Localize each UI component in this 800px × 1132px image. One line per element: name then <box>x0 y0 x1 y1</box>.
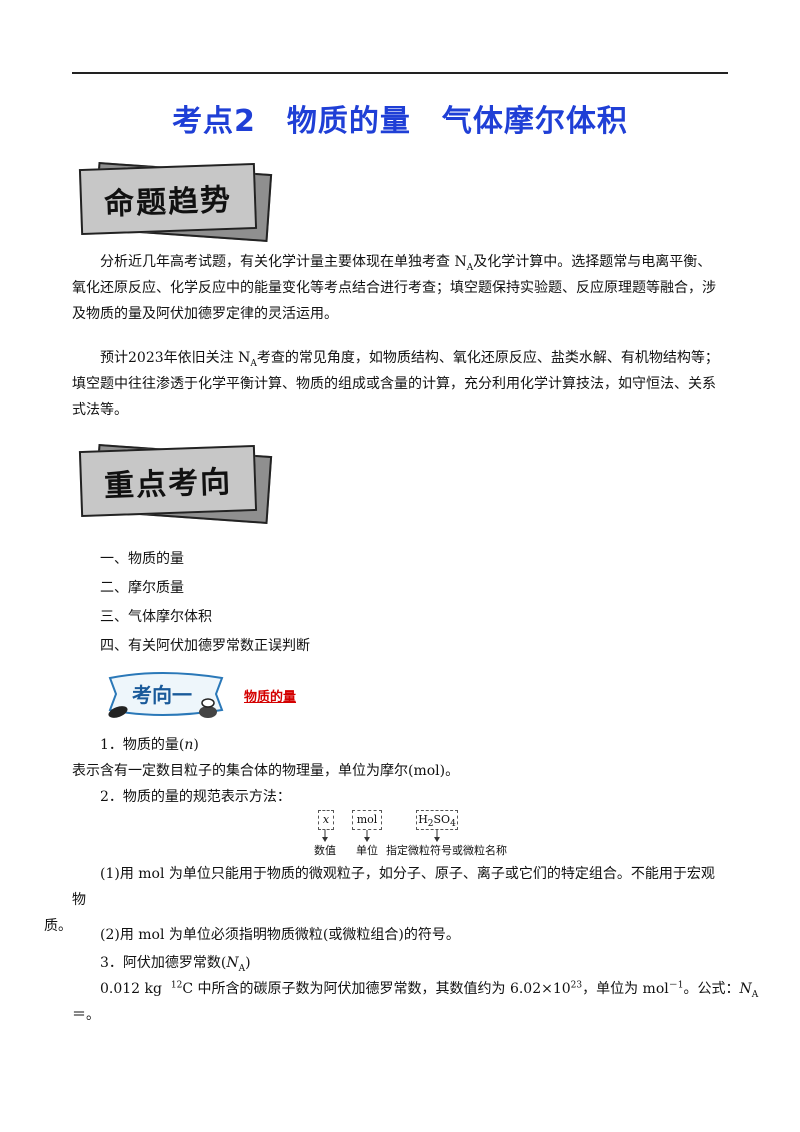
heading-3-var: N <box>226 955 239 971</box>
focus-item-2: 二、摩尔质量 <box>100 580 184 596</box>
diagram-formula-sub4: 4 <box>450 819 456 830</box>
trend-p2-part1: 预计2023年依旧关注 N <box>100 350 251 366</box>
heading-1: 1．物质的量(n) <box>100 732 199 758</box>
diagram-box-formula: H2SO4 <box>416 810 458 830</box>
heading-1-close: ) <box>193 737 199 753</box>
focus-banner-text: 重点考向 <box>103 464 233 505</box>
focus-item-3: 三、气体摩尔体积 <box>100 609 212 625</box>
trend-p2-part2: 考查的常见角度，如物质结构、氧化还原反应、盐类水解、有机物结构等； <box>256 350 719 366</box>
heading-1-var: n <box>184 737 194 753</box>
heading-3: 3．阿伏加德罗常数(NA) <box>100 950 251 976</box>
heading-1-text: 1．物质的量( <box>100 737 185 753</box>
badge-blob-right-2 <box>201 698 215 708</box>
avogadro-part-c: ，单位为 mol <box>582 981 669 997</box>
focus-item-1: 一、物质的量 <box>100 551 184 567</box>
header-rule <box>72 72 728 74</box>
direction-badge: 考向一 <box>108 672 224 718</box>
trend-p1-line2: 氧化还原反应、化学反应中的能量变化等考点结合进行考查；填空题保持实验题、反应原理… <box>72 280 716 296</box>
badge-blob-right <box>199 706 217 718</box>
heading-3-sub: A <box>238 963 246 974</box>
avogadro-line: 0.012 kg 12C 中所含的碳原子数为阿伏加德罗常数，其数值约为 6.02… <box>100 976 758 1002</box>
diagram-label-formula: 指定微粒符号或微粒名称 <box>386 844 507 857</box>
trend-p1-na-sub: A <box>466 262 474 273</box>
heading-3-text: 3．阿伏加德罗常数( <box>100 955 227 971</box>
heading-3-close: ) <box>245 955 251 971</box>
diagram-box-unit-text: mol <box>356 813 378 826</box>
page-title: 考点2 物质的量 气体摩尔体积 <box>172 104 628 139</box>
note-2: (2)用 mol 为单位必须指明物质微粒(或微粒组合)的符号。 <box>100 927 460 943</box>
trend-p2-line3: 式法等。 <box>72 402 128 418</box>
focus-banner: 重点考向 <box>72 440 273 524</box>
avogadro-sup-23: 23 <box>570 980 583 991</box>
focus-banner-plate: 重点考向 <box>78 444 258 518</box>
badge-blob-left <box>108 706 128 718</box>
definition-line: 表示含有一定数目粒子的集合体的物理量，单位为摩尔(mol)。 <box>72 763 460 779</box>
arrow-unit-head <box>364 837 370 842</box>
avogadro-part-d: 。公式： <box>683 981 740 997</box>
focus-item-4: 四、有关阿伏加德罗常数正误判断 <box>100 638 310 654</box>
arrow-formula-head <box>434 837 440 842</box>
diagram-formula-sub2: 2 <box>427 819 434 830</box>
avogadro-sup-12: 12 <box>170 980 183 991</box>
trend-banner: 命题趋势 <box>72 158 273 242</box>
heading-2: 2．物质的量的规范表示方法： <box>100 789 291 805</box>
diagram-box-unit: mol <box>352 810 382 830</box>
note-1: (1)用 mol 为单位只能用于物质的微观粒子，如分子、原子、离子或它们的特定组… <box>44 861 728 939</box>
trend-paragraph-2: 预计2023年依旧关注 NA考查的常见角度，如物质结构、氧化还原反应、盐类水解、… <box>72 345 728 423</box>
note-1-line1: (1)用 mol 为单位只能用于物质的微观粒子，如分子、原子、离子或它们的特定组… <box>72 866 715 908</box>
trend-p2-line2: 填空题中往往渗透于化学平衡计算、物质的组成或含量的计算，充分利用化学计算技法，如… <box>72 376 716 392</box>
trend-p1-part1: 分析近几年高考试题，有关化学计量主要体现在单独考查 N <box>100 254 467 270</box>
diagram-label-unit: 单位 <box>356 844 378 857</box>
arrow-value-head <box>322 837 328 842</box>
diagram-box-value: x <box>318 810 334 830</box>
avogadro-part-b: C 中所含的碳原子数为阿伏加德罗常数，其数值约为 6.02×10 <box>182 981 571 997</box>
diagram-box-value-text: x <box>322 813 330 826</box>
diagram-formula-h: H <box>418 813 428 826</box>
diagram-label-value: 数值 <box>314 844 336 857</box>
trend-p1-part2: 及化学计算中。选择题常与电离平衡、 <box>473 254 712 270</box>
trend-paragraph-1: 分析近几年高考试题，有关化学计量主要体现在单独考查 NA及化学计算中。选择题常与… <box>72 249 728 327</box>
avogadro-line-2: ＝。 <box>72 1007 100 1023</box>
avogadro-sup-neg1: －1 <box>668 980 684 991</box>
trend-p2-na-sub: A <box>250 358 257 369</box>
badge-scroll-shape <box>108 672 224 716</box>
note-1-line2: 质。 <box>44 918 72 934</box>
diagram-formula-so: SO <box>433 813 451 826</box>
avogadro-var-sub: A <box>751 989 759 1000</box>
trend-banner-plate: 命题趋势 <box>78 162 258 236</box>
avogadro-var: N <box>739 981 752 997</box>
trend-p1-line3: 及物质的量及阿伏加德罗定律的灵活运用。 <box>72 306 338 322</box>
trend-banner-text: 命题趋势 <box>103 182 233 223</box>
diagram-arrows <box>322 830 440 842</box>
badge-text: 考向一 <box>132 683 192 707</box>
notation-diagram: x mol H2SO4 数值 单位 指定微粒符号或微粒名称 <box>312 810 507 858</box>
badge-label: 物质的量 <box>244 690 297 705</box>
avogadro-part-a: 0.012 kg <box>100 981 171 997</box>
